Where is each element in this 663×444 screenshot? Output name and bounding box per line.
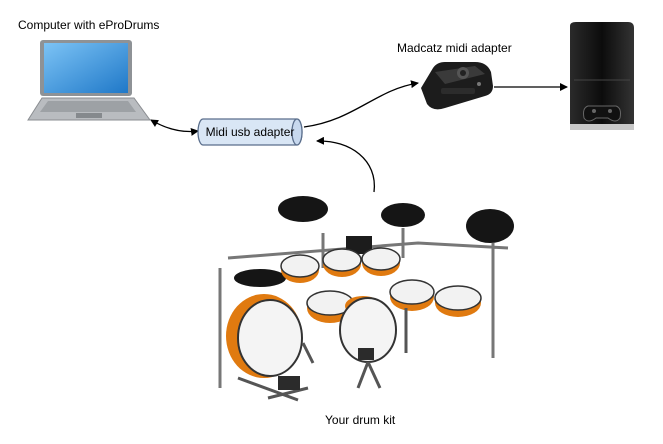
edge-drumkit-usb-adapter	[316, 136, 375, 193]
midi-usb-adapter-label: Midi usb adapter	[205, 125, 295, 139]
edge-computer-usb-adapter	[150, 119, 199, 136]
midi-adapter-icon	[415, 58, 495, 112]
cylinder-shape	[197, 118, 303, 146]
computer-label: Computer with eProDrums	[18, 18, 160, 32]
madcatz-adapter-label: Madcatz midi adapter	[397, 41, 512, 55]
laptop-icon	[26, 38, 152, 124]
drum-kit-label: Your drum kit	[325, 413, 396, 427]
midi-usb-adapter: Midi usb adapter	[197, 118, 303, 146]
game-console-icon	[566, 20, 636, 132]
edge-usb-adapter-madcatz	[303, 80, 419, 128]
drum-kit-icon	[208, 188, 526, 406]
